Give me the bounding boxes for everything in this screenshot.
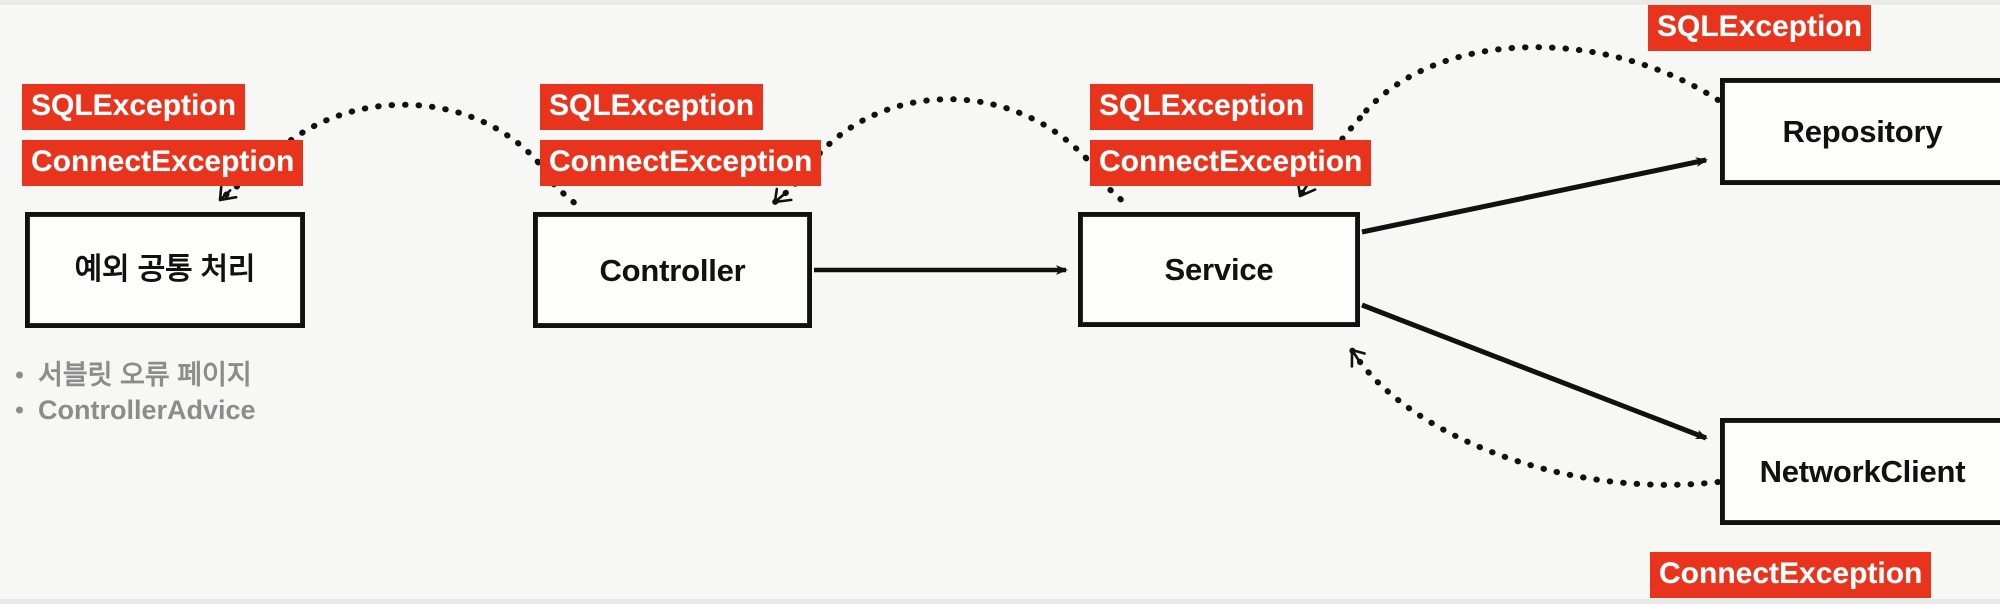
arc-network-client-to-service: [1349, 347, 1721, 488]
node-service[interactable]: Service: [1078, 212, 1360, 327]
bottom-edge-strip: [0, 599, 2000, 604]
exception-label-handler-connectexception: ConnectException: [22, 140, 304, 186]
arrow-service-to-repository: [1361, 157, 1708, 235]
node-repository[interactable]: Repository: [1720, 78, 2000, 185]
arc-controller-to-handler-label: [265, 101, 541, 165]
exception-label-handler-sqlexception: SQLException: [22, 84, 246, 130]
node-label: Controller: [599, 252, 746, 288]
arc-service-to-controller-label: [809, 96, 1089, 165]
exception-arcs: [265, 44, 1721, 488]
exception-label-repository-sqlexception: SQLException: [1648, 5, 1872, 51]
list-item: 서블릿 오류 페이지: [8, 358, 256, 393]
exception-label-service-sqlexception: SQLException: [1090, 84, 1314, 130]
exception-label-controller-sqlexception: SQLException: [540, 84, 764, 130]
exception-label-service-connectexception: ConnectException: [1090, 140, 1372, 186]
top-edge-strip: [0, 0, 2000, 5]
handler-bullet-list: 서블릿 오류 페이지 ControllerAdvice: [8, 358, 256, 427]
arrow-service-to-network-client: [1361, 302, 1708, 441]
node-label: 예외 공통 처리: [74, 253, 256, 286]
node-common-handler[interactable]: 예외 공통 처리: [25, 212, 305, 328]
node-network-client[interactable]: NetworkClient: [1720, 418, 2000, 525]
node-label: NetworkClient: [1759, 454, 1966, 489]
exception-label-networkclient-connectexception: ConnectException: [1650, 552, 1932, 598]
arc-repository-to-service-label: [1357, 44, 1721, 121]
list-item: ControllerAdvice: [8, 393, 256, 428]
node-label: Service: [1164, 252, 1274, 287]
node-controller[interactable]: Controller: [533, 212, 812, 328]
exception-label-controller-connectexception: ConnectException: [540, 140, 822, 186]
node-label: Repository: [1782, 114, 1943, 149]
